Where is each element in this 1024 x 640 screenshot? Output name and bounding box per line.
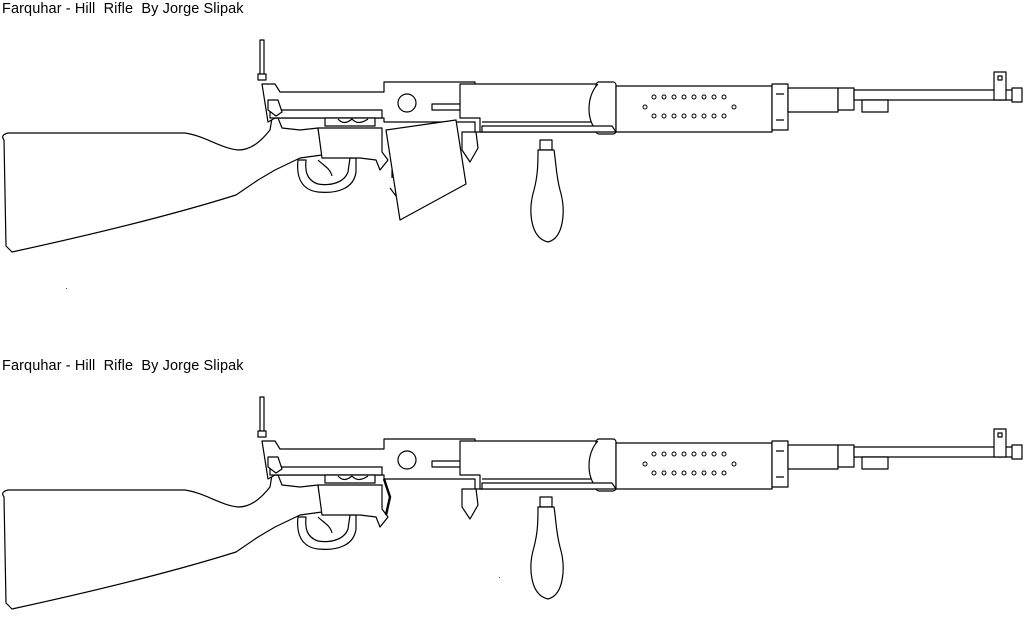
- trigger-housing: [317, 127, 389, 171]
- drum-magazine: [385, 119, 467, 221]
- front-sight-blade: [997, 432, 1003, 438]
- barrel-muzzle: [853, 446, 1015, 458]
- front-band: [837, 444, 855, 468]
- magazine-well-edge: [382, 478, 392, 516]
- stray-speck: [66, 288, 67, 289]
- bolt-hole: [397, 450, 417, 470]
- cooling-holes: [642, 451, 737, 476]
- receiver-rail: [269, 109, 383, 119]
- rifle-stock: [2, 474, 323, 610]
- cooling-holes: [642, 94, 737, 119]
- monopod-mount: [539, 496, 553, 508]
- front-sight-blade: [997, 75, 1003, 81]
- front-band: [837, 87, 855, 111]
- lower-rail: [481, 482, 617, 490]
- rifle-drawing-with-magazine: [2, 39, 1023, 253]
- receiver-rail: [269, 466, 383, 476]
- gas-housing: [459, 440, 599, 490]
- trigger: [317, 159, 333, 177]
- trigger-guard: [297, 157, 357, 193]
- handguard: [615, 85, 773, 133]
- forward-grip: [530, 149, 564, 243]
- cocking-detail: [337, 475, 369, 481]
- rifle-parts: [2, 396, 1023, 610]
- sear-detail: [267, 99, 283, 117]
- drawing-caption-bottom: Farquhar - Hill Rifle By Jorge Slipak: [2, 358, 244, 374]
- rear-sight-block: [257, 430, 267, 438]
- ejector-detail: [461, 131, 479, 163]
- nose-band-detail: [776, 93, 784, 121]
- muzzle: [1011, 444, 1023, 460]
- nose-band: [771, 440, 789, 488]
- nose-band: [771, 83, 789, 131]
- gas-housing: [459, 83, 599, 133]
- bayonet-lug: [861, 456, 889, 470]
- monopod-mount: [539, 139, 553, 151]
- forward-grip: [530, 506, 564, 600]
- rifle-stock: [2, 117, 323, 253]
- front-sight: [993, 71, 1007, 101]
- trigger: [317, 516, 333, 534]
- barrel-muzzle: [853, 89, 1015, 101]
- rifle-parts: [2, 39, 1023, 253]
- trigger-housing: [317, 484, 389, 528]
- bayonet-lug: [861, 99, 889, 113]
- magazine-catch: [389, 170, 397, 197]
- trigger-guard: [297, 514, 357, 550]
- stray-speck: [499, 577, 500, 578]
- sear-detail: [267, 456, 283, 474]
- drawing-caption-top: Farquhar - Hill Rifle By Jorge Slipak: [2, 1, 244, 17]
- cocking-piece: [324, 474, 376, 484]
- cocking-detail: [337, 118, 369, 124]
- barrel: [787, 87, 839, 113]
- cocking-piece: [324, 117, 376, 127]
- lower-rail: [481, 125, 617, 133]
- rear-sight-block: [257, 73, 267, 81]
- ejector-detail: [461, 488, 479, 520]
- rear-sight-post: [259, 39, 265, 77]
- barrel: [787, 444, 839, 470]
- muzzle: [1011, 87, 1023, 103]
- rifle-drawing-without-magazine: [2, 396, 1023, 610]
- front-sight: [993, 428, 1007, 458]
- rear-sight-post: [259, 396, 265, 434]
- bolt-hole: [397, 93, 417, 113]
- handguard: [615, 442, 773, 490]
- nose-band-detail: [776, 450, 784, 478]
